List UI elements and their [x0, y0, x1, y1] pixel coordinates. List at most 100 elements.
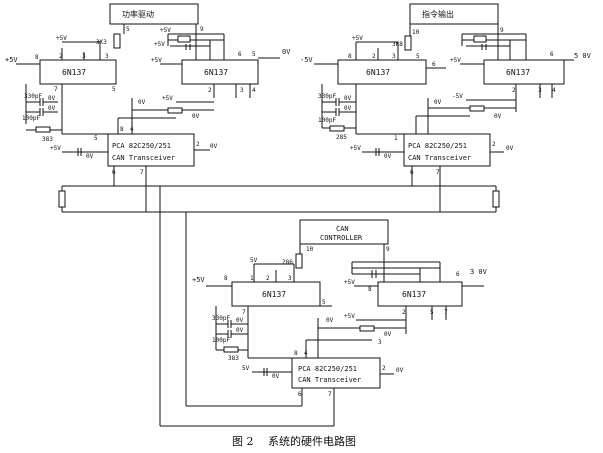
pin-label: 5	[112, 86, 116, 93]
optocoupler-6n137-left	[39, 59, 117, 85]
can-bus	[58, 166, 500, 427]
capacitor-label: 330pF	[24, 93, 42, 100]
ground-label: 0V	[48, 105, 56, 112]
resistor-3k3	[113, 33, 121, 49]
pin-label: 3	[288, 275, 292, 282]
ground-label: 0V	[236, 317, 244, 324]
ground-label: 0V	[494, 113, 502, 120]
ground-label: 0V	[344, 105, 352, 112]
pin-label: 8	[224, 275, 228, 282]
pin-label: 2	[402, 309, 406, 316]
supply-label: +5V	[56, 35, 67, 42]
supply-label: +5V	[350, 145, 361, 152]
can-controller-box	[299, 219, 389, 245]
capacitor-label: 100pF	[212, 337, 230, 344]
optocoupler-6n137-bottom-left	[231, 281, 321, 307]
can-controller-line2: CONTROLLER	[320, 234, 363, 242]
supply-label: +5V	[344, 279, 355, 286]
pin-label: 9	[500, 27, 504, 34]
ic-label: 6N137	[204, 68, 228, 77]
pin-label: 6	[456, 271, 460, 278]
capacitor-label: 330pF	[212, 315, 230, 322]
supply-label: +5V	[344, 313, 355, 320]
pin-label: 1	[394, 135, 398, 142]
supply-label: +5V	[192, 276, 205, 284]
capacitor-label: 330pF	[318, 93, 336, 100]
capacitor-label: 100pF	[22, 115, 40, 122]
transceiver-bottom	[291, 357, 381, 389]
pin-label: 3	[392, 53, 396, 60]
supply-label: -5V	[452, 93, 463, 100]
figure-caption: 图 2 系统的硬件电路图	[232, 434, 356, 448]
ground-label: 0V	[210, 143, 218, 150]
ground-label: 0V	[384, 153, 392, 160]
optocoupler-6n137-tr-left	[337, 59, 427, 85]
pin-label: 2	[208, 87, 212, 94]
pin-label: 4	[552, 87, 556, 94]
ground-label: 0V	[48, 95, 56, 102]
supply-label: +5V	[154, 41, 165, 48]
supply-label: +5V	[160, 27, 171, 34]
top-right-block: 指令输出 10 3K8 6N137 -5V +5V 8 2 3 5 6 330p…	[300, 3, 592, 176]
termination-resistor-right	[492, 190, 500, 208]
transceiver-top-right	[403, 133, 491, 167]
ground-label: 0V	[344, 95, 352, 102]
output-label: 5 0V	[574, 52, 592, 60]
resistor-label: 285	[336, 134, 347, 141]
pin-label: 2	[196, 141, 200, 148]
supply-label: +5V	[151, 57, 162, 64]
pin-label: 2	[372, 53, 376, 60]
can-controller-line1: CAN	[336, 225, 349, 233]
resistor-285	[329, 125, 345, 132]
resistor-3k0	[473, 35, 487, 43]
pin-label: 2	[492, 141, 496, 148]
pin-label: 8	[35, 54, 39, 61]
transceiver-label: PCA 82C250/251	[298, 365, 357, 373]
pin-label: 7	[54, 86, 58, 93]
resistor-3k3b	[469, 105, 485, 112]
pin-label: 4	[130, 126, 134, 133]
ground-label: 0V	[396, 367, 404, 374]
resistor-383-bottom	[223, 346, 239, 353]
ic-label: 6N137	[402, 290, 426, 299]
capacitor-label: 100pF	[318, 117, 336, 124]
resistor-label: 383	[228, 355, 239, 362]
pin-label: 8	[120, 126, 124, 133]
supply-label: +5V	[50, 145, 61, 152]
transceiver-label: PCA 82C250/251	[112, 142, 171, 150]
ground-label: 0V	[434, 99, 442, 106]
supply-label: 5V	[242, 365, 250, 372]
pin-label: 6	[550, 51, 554, 58]
pin-label: 1	[250, 275, 254, 282]
pin-label: 3	[105, 53, 109, 60]
resistor-3k9	[167, 107, 183, 114]
command-output-box	[409, 3, 499, 25]
ground-label: 0V	[86, 153, 94, 160]
ground-label: 0V	[236, 327, 244, 334]
resistor-286	[295, 253, 303, 269]
ground-label: 0V	[138, 99, 146, 106]
pin-label: 2	[512, 87, 516, 94]
command-output-label: 指令输出	[422, 9, 454, 19]
ic-label: 6N137	[62, 68, 86, 77]
pin-label: 5	[126, 26, 130, 33]
transceiver-top-left	[107, 133, 195, 167]
output-label: 3 0V	[470, 268, 488, 276]
pin-label: 9	[386, 246, 390, 253]
pin-label: 10	[306, 246, 314, 253]
ground-label: 0V	[282, 48, 291, 56]
pin-label: 7	[436, 169, 440, 176]
power-drive-label: 功率驱动	[122, 9, 154, 19]
pin-label: 10	[412, 29, 420, 36]
pin-label: 2	[382, 365, 386, 372]
optocoupler-6n137-right	[181, 59, 259, 85]
transceiver-sub: CAN Transceiver	[408, 154, 471, 162]
ground-label: 0V	[272, 373, 280, 380]
pin-label: 8	[348, 53, 352, 60]
ic-label: 6N137	[366, 68, 390, 77]
pin-label: 6	[298, 391, 302, 398]
pin-label: 5	[322, 299, 326, 306]
supply-label: +5V	[352, 35, 363, 42]
pin-label: 9	[200, 26, 204, 33]
